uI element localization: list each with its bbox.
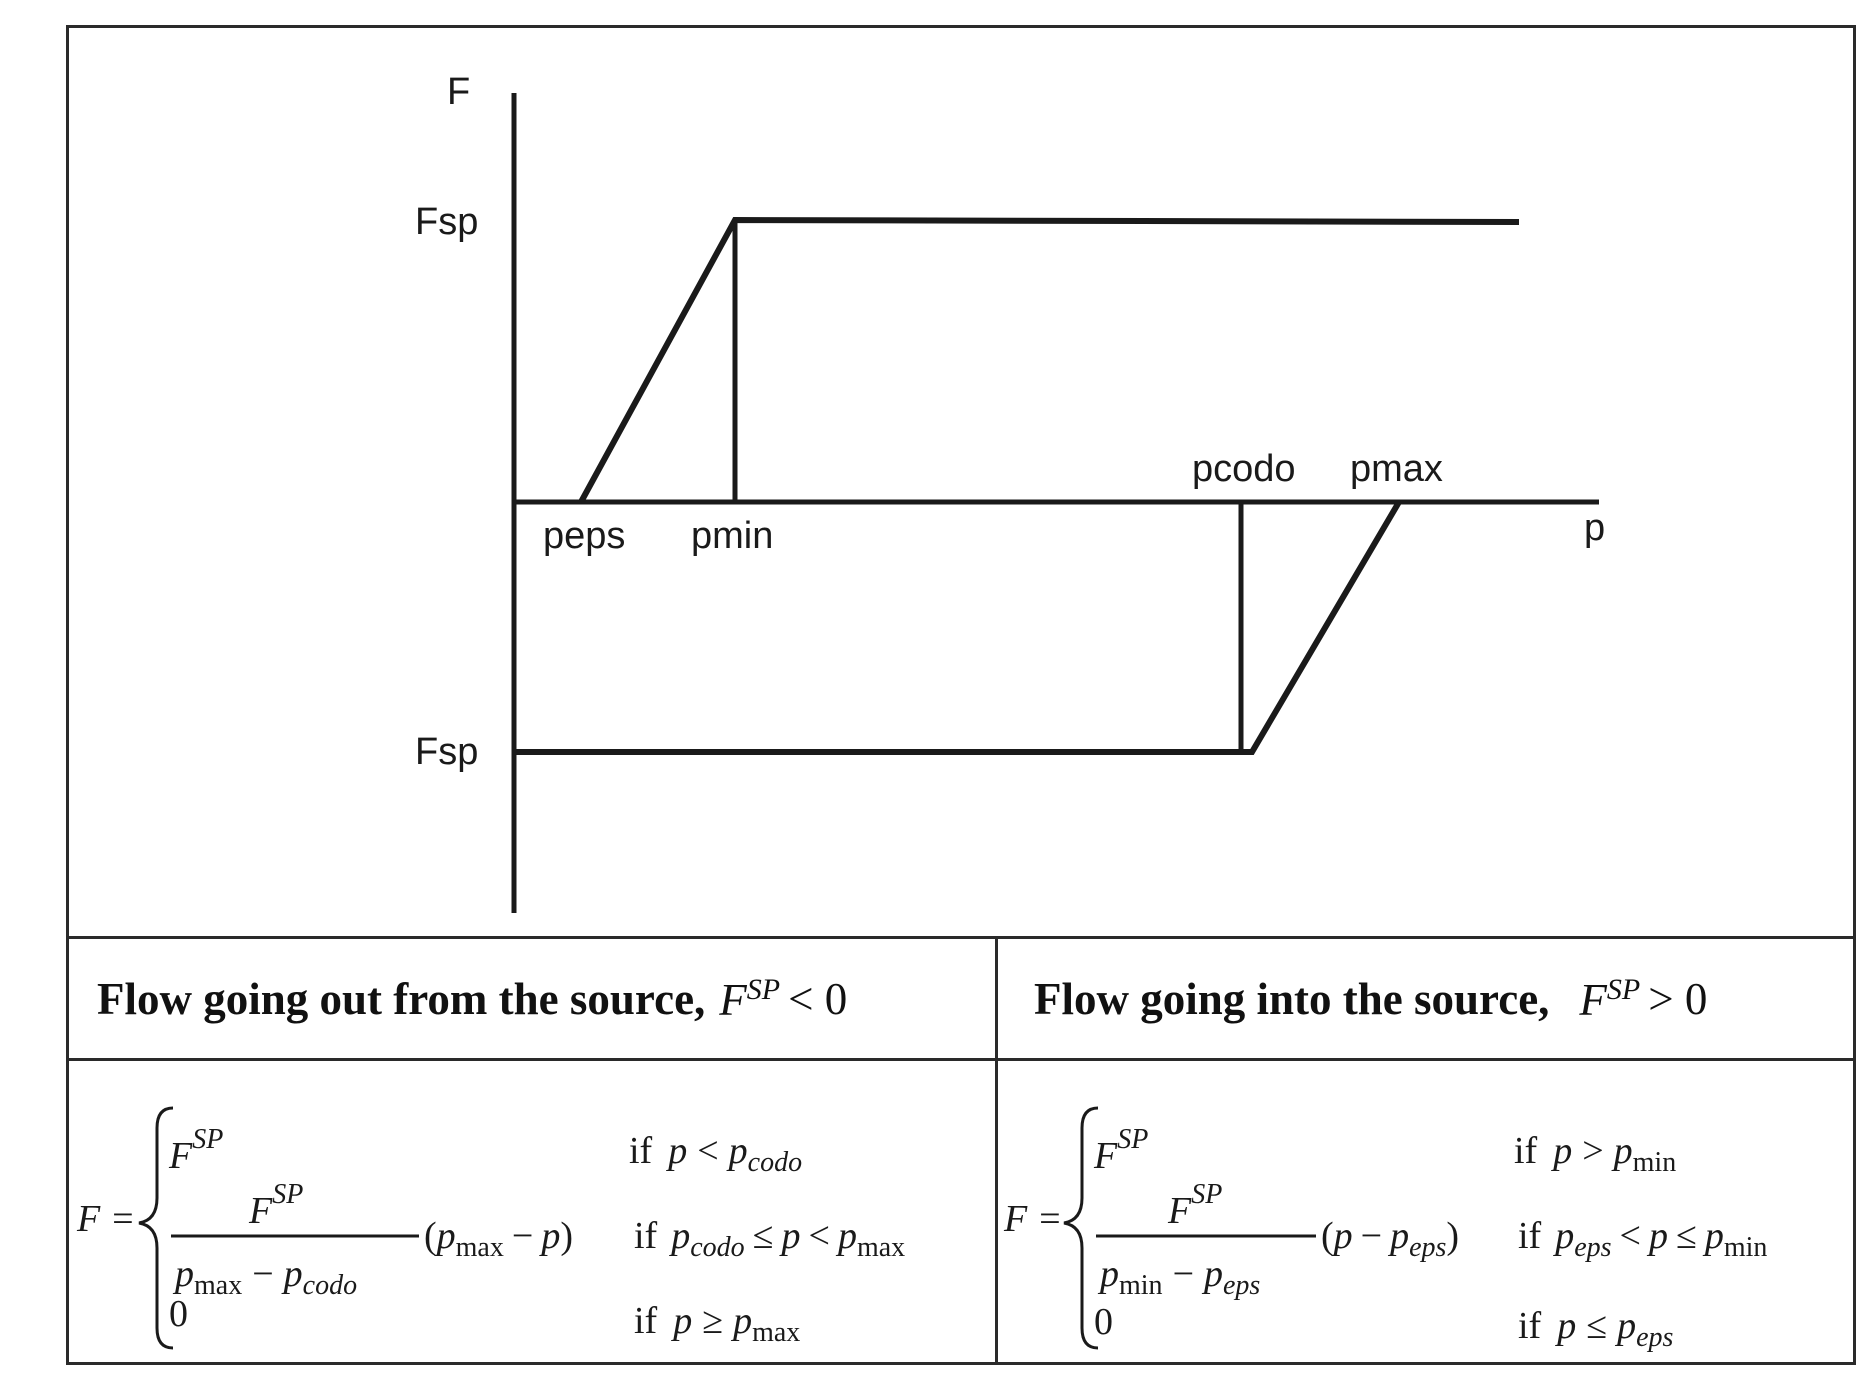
right-case1-value: FSP: [1093, 1124, 1148, 1177]
y-axis-label: F: [447, 71, 470, 113]
tick-label-pmax: pmax: [1350, 448, 1443, 490]
left-heading-relation: < 0: [788, 974, 848, 1024]
upper-level-label: Fsp: [415, 201, 478, 243]
right-heading-text: Flow going into the source,: [1034, 974, 1550, 1024]
right-heading-relation: > 0: [1648, 974, 1708, 1024]
left-case2-factor: (pmax−p): [424, 1215, 573, 1263]
tick-label-pmin: pmin: [691, 515, 773, 557]
right-case3-value: 0: [1094, 1301, 1113, 1343]
tick-label-pcodo: pcodo: [1192, 448, 1296, 490]
table-column-divider: [995, 936, 998, 1362]
figure-frame: F p Fsp Fsp peps pmin pcodo pmax Flow go…: [66, 25, 1856, 1365]
right-heading-symbol: FSP: [1579, 972, 1641, 1025]
right-column-heading: Flow going into the source, FSP > 0: [1034, 940, 1707, 1058]
lower-flow-curve: [514, 500, 1402, 755]
right-formula-brace: [1063, 1106, 1099, 1350]
left-case3-value: 0: [169, 1293, 188, 1335]
table-top-border: [69, 936, 1853, 939]
left-case1-value: FSP: [168, 1124, 223, 1177]
lower-level-label: Fsp: [415, 731, 478, 773]
left-heading-text: Flow going out from the source,: [97, 974, 706, 1024]
left-heading-symbol: FSP: [719, 972, 781, 1025]
right-case2-factor: (p−peps): [1321, 1215, 1459, 1263]
left-case2-denominator: pmax−pcodo: [172, 1253, 357, 1301]
right-case2-numerator: FSP: [1167, 1179, 1222, 1232]
flow-pressure-graph: F p Fsp Fsp peps pmin pcodo pmax: [415, 71, 1605, 913]
table-header-divider: [69, 1058, 1853, 1061]
left-formula-lhs: F =: [76, 1198, 135, 1240]
tick-label-peps: peps: [543, 515, 625, 557]
right-case2-denominator: pmin−peps: [1097, 1253, 1260, 1301]
right-formula-lhs: F =: [1003, 1198, 1062, 1240]
left-column-heading: Flow going out from the source, FSP < 0: [97, 940, 847, 1058]
left-formula-brace: [138, 1106, 174, 1350]
x-axis-label: p: [1584, 507, 1605, 549]
left-case2-numerator: FSP: [248, 1179, 303, 1232]
